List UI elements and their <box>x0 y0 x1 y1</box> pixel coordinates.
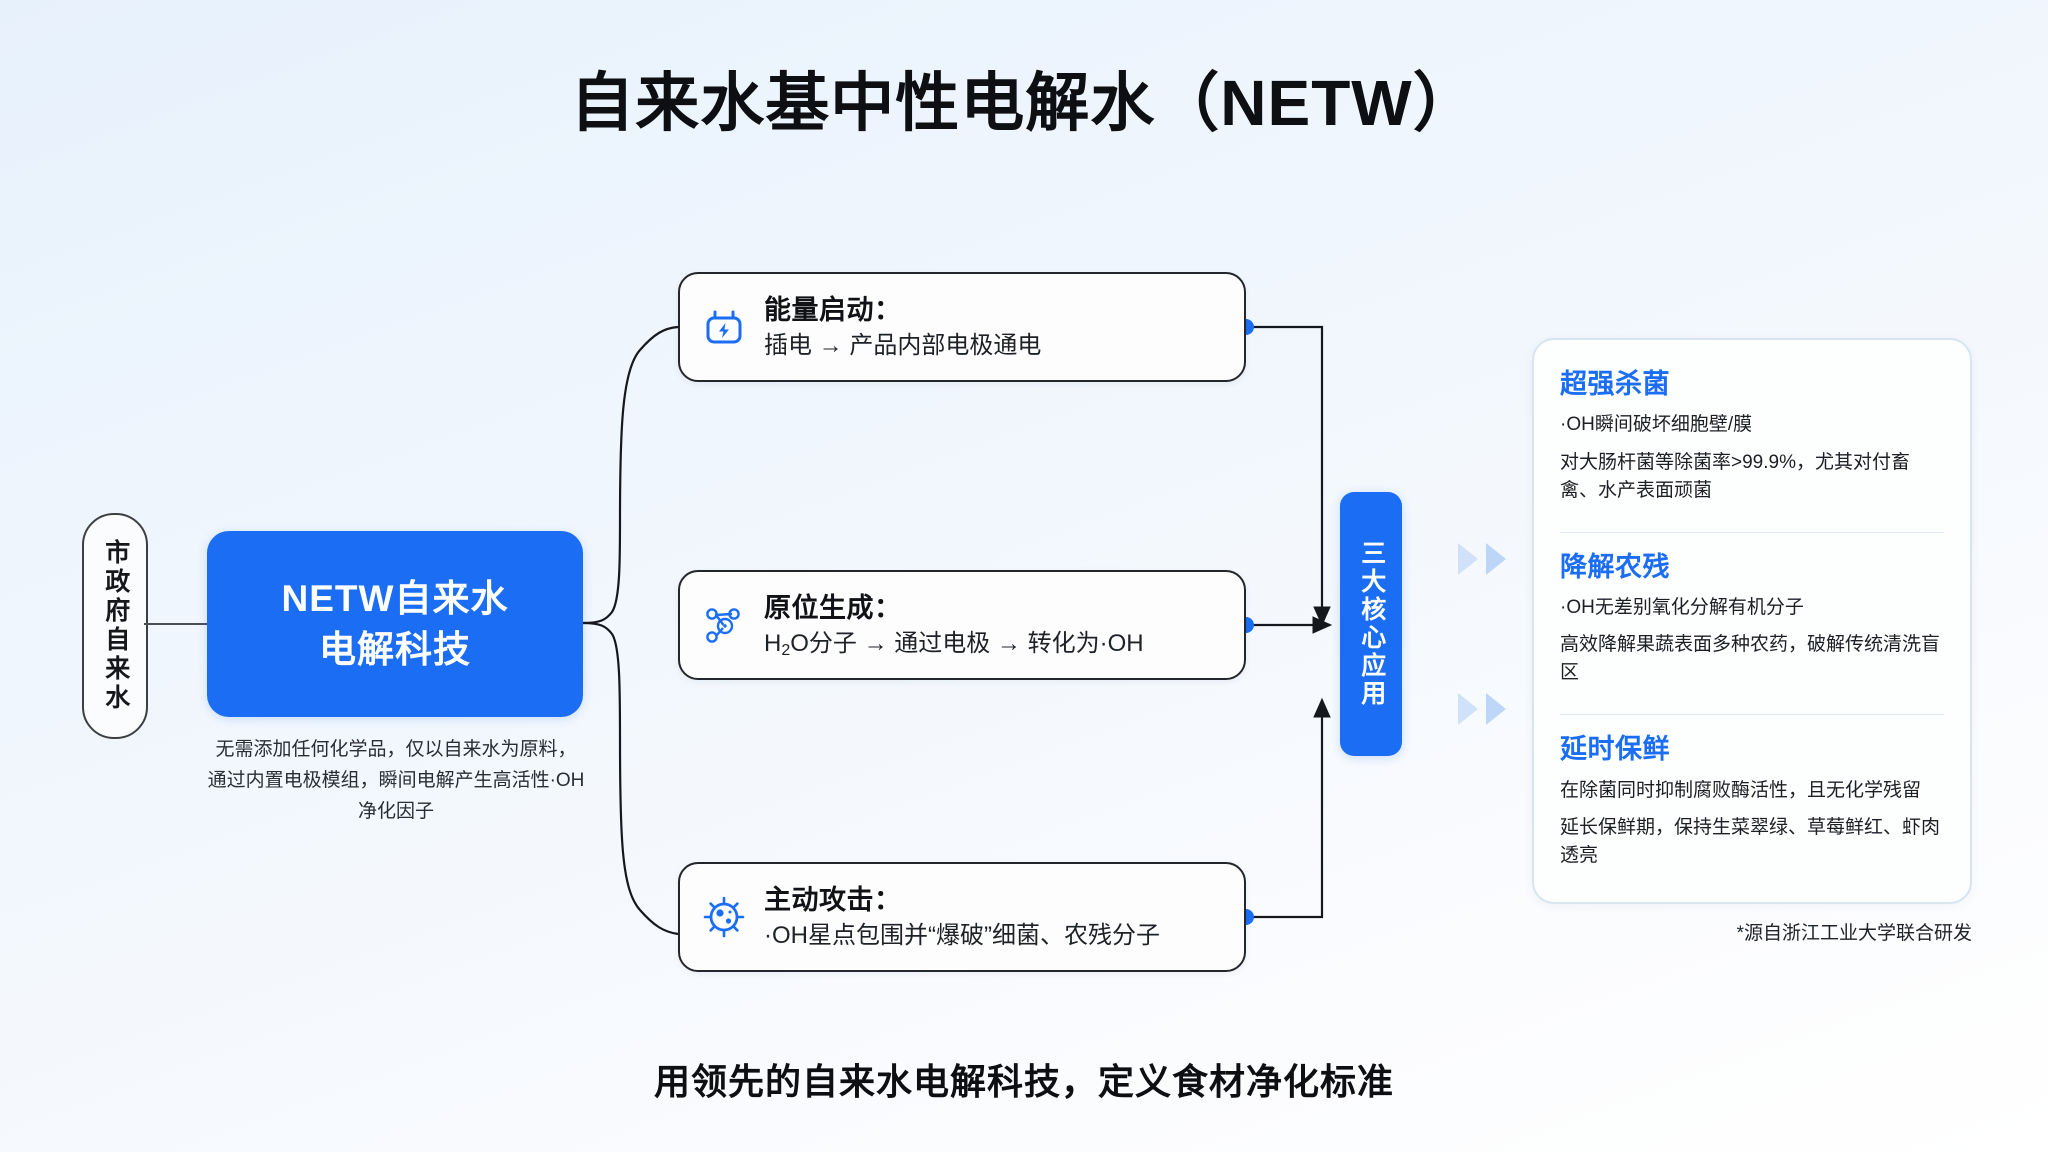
source-water-label: 市政府自来水 <box>101 539 130 713</box>
step-detail: H2O分子 → 通过电极 → 转化为·OH <box>764 629 1222 659</box>
source-footnote: *源自浙江工业大学联合研发 <box>1736 923 1972 944</box>
step-detail: ·OH星点包围并“爆破”细菌、农残分子 <box>764 921 1160 949</box>
step-heading: 主动攻击： <box>764 885 902 916</box>
application-item-pesticide-degradation: 降解农残 ·OH无差别氧化分解有机分子 高效降解果蔬表面多种农药，破解传统清洗盲… <box>1560 551 1944 711</box>
core-tech-card: NETW自来水 电解科技 <box>207 531 583 717</box>
divider <box>1560 531 1944 533</box>
step-detail: 插电 → 产品内部电极通电 <box>764 331 1042 359</box>
application-line: ·OH瞬间破坏细胞壁/膜 <box>1560 414 1753 436</box>
applications-panel: 超强杀菌 ·OH瞬间破坏细胞壁/膜 对大肠杆菌等除菌率>99.9%，尤其对付畜禽… <box>1532 338 1972 904</box>
application-heading: 降解农残 <box>1560 551 1670 582</box>
step-detail-suffix: O分子 → 通过电极 → 转化为·OH <box>790 629 1144 657</box>
application-item-freshness: 延时保鲜 在除菌同时抑制腐败酶活性，且无化学残留 延长保鲜期，保持生菜翠绿、草莓… <box>1560 733 1944 893</box>
tagline: 用领先的自来水电解科技，定义食材净化标准 <box>653 1061 1394 1102</box>
application-heading: 延时保鲜 <box>1560 734 1670 765</box>
three-core-applications-label: 三大核心应用 <box>1357 540 1386 708</box>
source-to-core-connector <box>144 623 207 625</box>
core-tech-title: NETW自来水 电解科技 <box>282 573 509 675</box>
source-water-chip: 市政府自来水 <box>82 513 148 739</box>
step-card-energy-start: 能量启动： 插电 → 产品内部电极通电 <box>678 272 1246 382</box>
germ-icon <box>703 896 745 938</box>
step-card-in-situ-generation: 原位生成： H2O分子 → 通过电极 → 转化为·OH <box>678 570 1246 680</box>
double-chevron-icon-top <box>1458 543 1506 575</box>
application-line: 对大肠杆菌等除菌率>99.9%，尤其对付畜禽、水产表面顽菌 <box>1560 451 1910 501</box>
core-tech-title-line1: NETW自来水 <box>281 577 509 619</box>
three-core-applications-pill: 三大核心应用 <box>1340 492 1402 756</box>
molecule-icon <box>706 608 740 643</box>
step-heading: 原位生成： <box>764 593 902 624</box>
application-heading: 超强杀菌 <box>1560 369 1670 399</box>
step-to-apps-connectors <box>1246 325 1333 919</box>
battery-bolt-icon <box>706 310 742 344</box>
double-chevron-icon-bottom <box>1458 693 1506 725</box>
application-item-sterilization: 超强杀菌 ·OH瞬间破坏细胞壁/膜 对大肠杆菌等除菌率>99.9%，尤其对付畜禽… <box>1560 368 1944 528</box>
core-tech-title-line2: 电解科技 <box>319 629 471 670</box>
application-line: 高效降解果蔬表面多种农药，破解传统清洗盲区 <box>1560 634 1941 684</box>
divider <box>1560 714 1944 716</box>
brace-connector <box>582 325 679 936</box>
step-card-active-attack: 主动攻击： ·OH星点包围并“爆破”细菌、农残分子 <box>678 862 1246 972</box>
page-title: 自来水基中性电解水（NETW） <box>570 67 1478 139</box>
core-tech-note: 无需添加任何化学品，仅以自来水为原料，通过内置电极模组，瞬间电解产生高活性·OH… <box>207 739 585 822</box>
application-line: 在除菌同时抑制腐败酶活性，且无化学残留 <box>1560 779 1922 801</box>
step-detail-subscript: 2 <box>781 641 791 659</box>
step-heading: 能量启动： <box>764 295 902 326</box>
step-detail-prefix: H <box>764 629 782 657</box>
application-line: 延长保鲜期，保持生菜翠绿、草莓鲜红、虾肉透亮 <box>1560 816 1941 867</box>
application-line: ·OH无差别氧化分解有机分子 <box>1560 597 1804 619</box>
